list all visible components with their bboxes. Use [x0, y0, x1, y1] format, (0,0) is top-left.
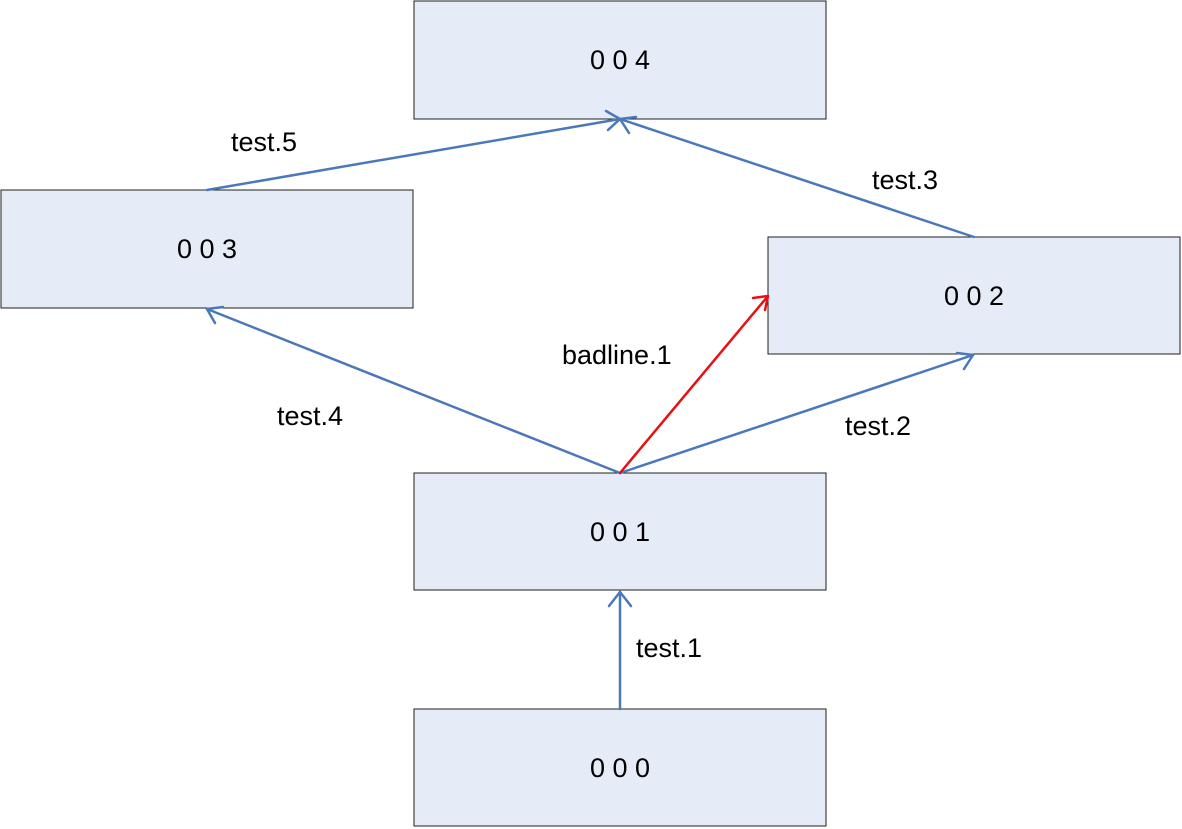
node-003-label: 0 0 3	[177, 234, 237, 264]
edge-test4-arrowhead	[205, 305, 225, 325]
edge-test2: test.2	[618, 351, 975, 475]
edge-test3-line	[618, 117, 976, 239]
node-004-box	[413, 0, 827, 120]
node-003: 0 0 3	[0, 189, 414, 309]
node-002: 0 0 2	[767, 236, 1181, 355]
edge-test2-line	[618, 353, 975, 475]
edge-test1: test.1	[607, 590, 702, 711]
node-001-label: 0 0 1	[590, 517, 650, 547]
edge-test1-arrowhead	[607, 590, 633, 608]
edge-test3: test.3	[618, 115, 976, 239]
edge-test4-line	[205, 307, 622, 475]
edge-test5: test.5	[205, 109, 622, 192]
node-000: 0 0 0	[413, 708, 827, 827]
node-004: 0 0 4	[413, 0, 827, 120]
edge-test3-label: test.3	[872, 165, 938, 195]
edge-test2-arrowhead	[955, 351, 975, 371]
node-001: 0 0 1	[413, 472, 827, 591]
node-000-label: 0 0 0	[590, 753, 650, 783]
edge-badline1-line	[618, 294, 770, 475]
node-000-box	[413, 708, 827, 827]
node-002-label: 0 0 2	[944, 281, 1004, 311]
edge-test5-arrowhead	[604, 109, 622, 132]
edge-badline1: badline.1	[562, 294, 770, 475]
edge-test4: test.4	[205, 305, 622, 475]
edge-test4-label: test.4	[277, 401, 343, 431]
edge-test5-label: test.5	[231, 127, 297, 157]
node-001-box	[413, 472, 827, 591]
edge-test5-line	[205, 117, 622, 192]
edge-test2-label: test.2	[845, 411, 911, 441]
node-003-box	[0, 189, 414, 309]
edge-badline1-arrowhead	[751, 294, 770, 312]
edge-badline1-label: badline.1	[562, 340, 672, 370]
edge-test1-label: test.1	[636, 633, 702, 663]
node-004-label: 0 0 4	[590, 45, 650, 75]
